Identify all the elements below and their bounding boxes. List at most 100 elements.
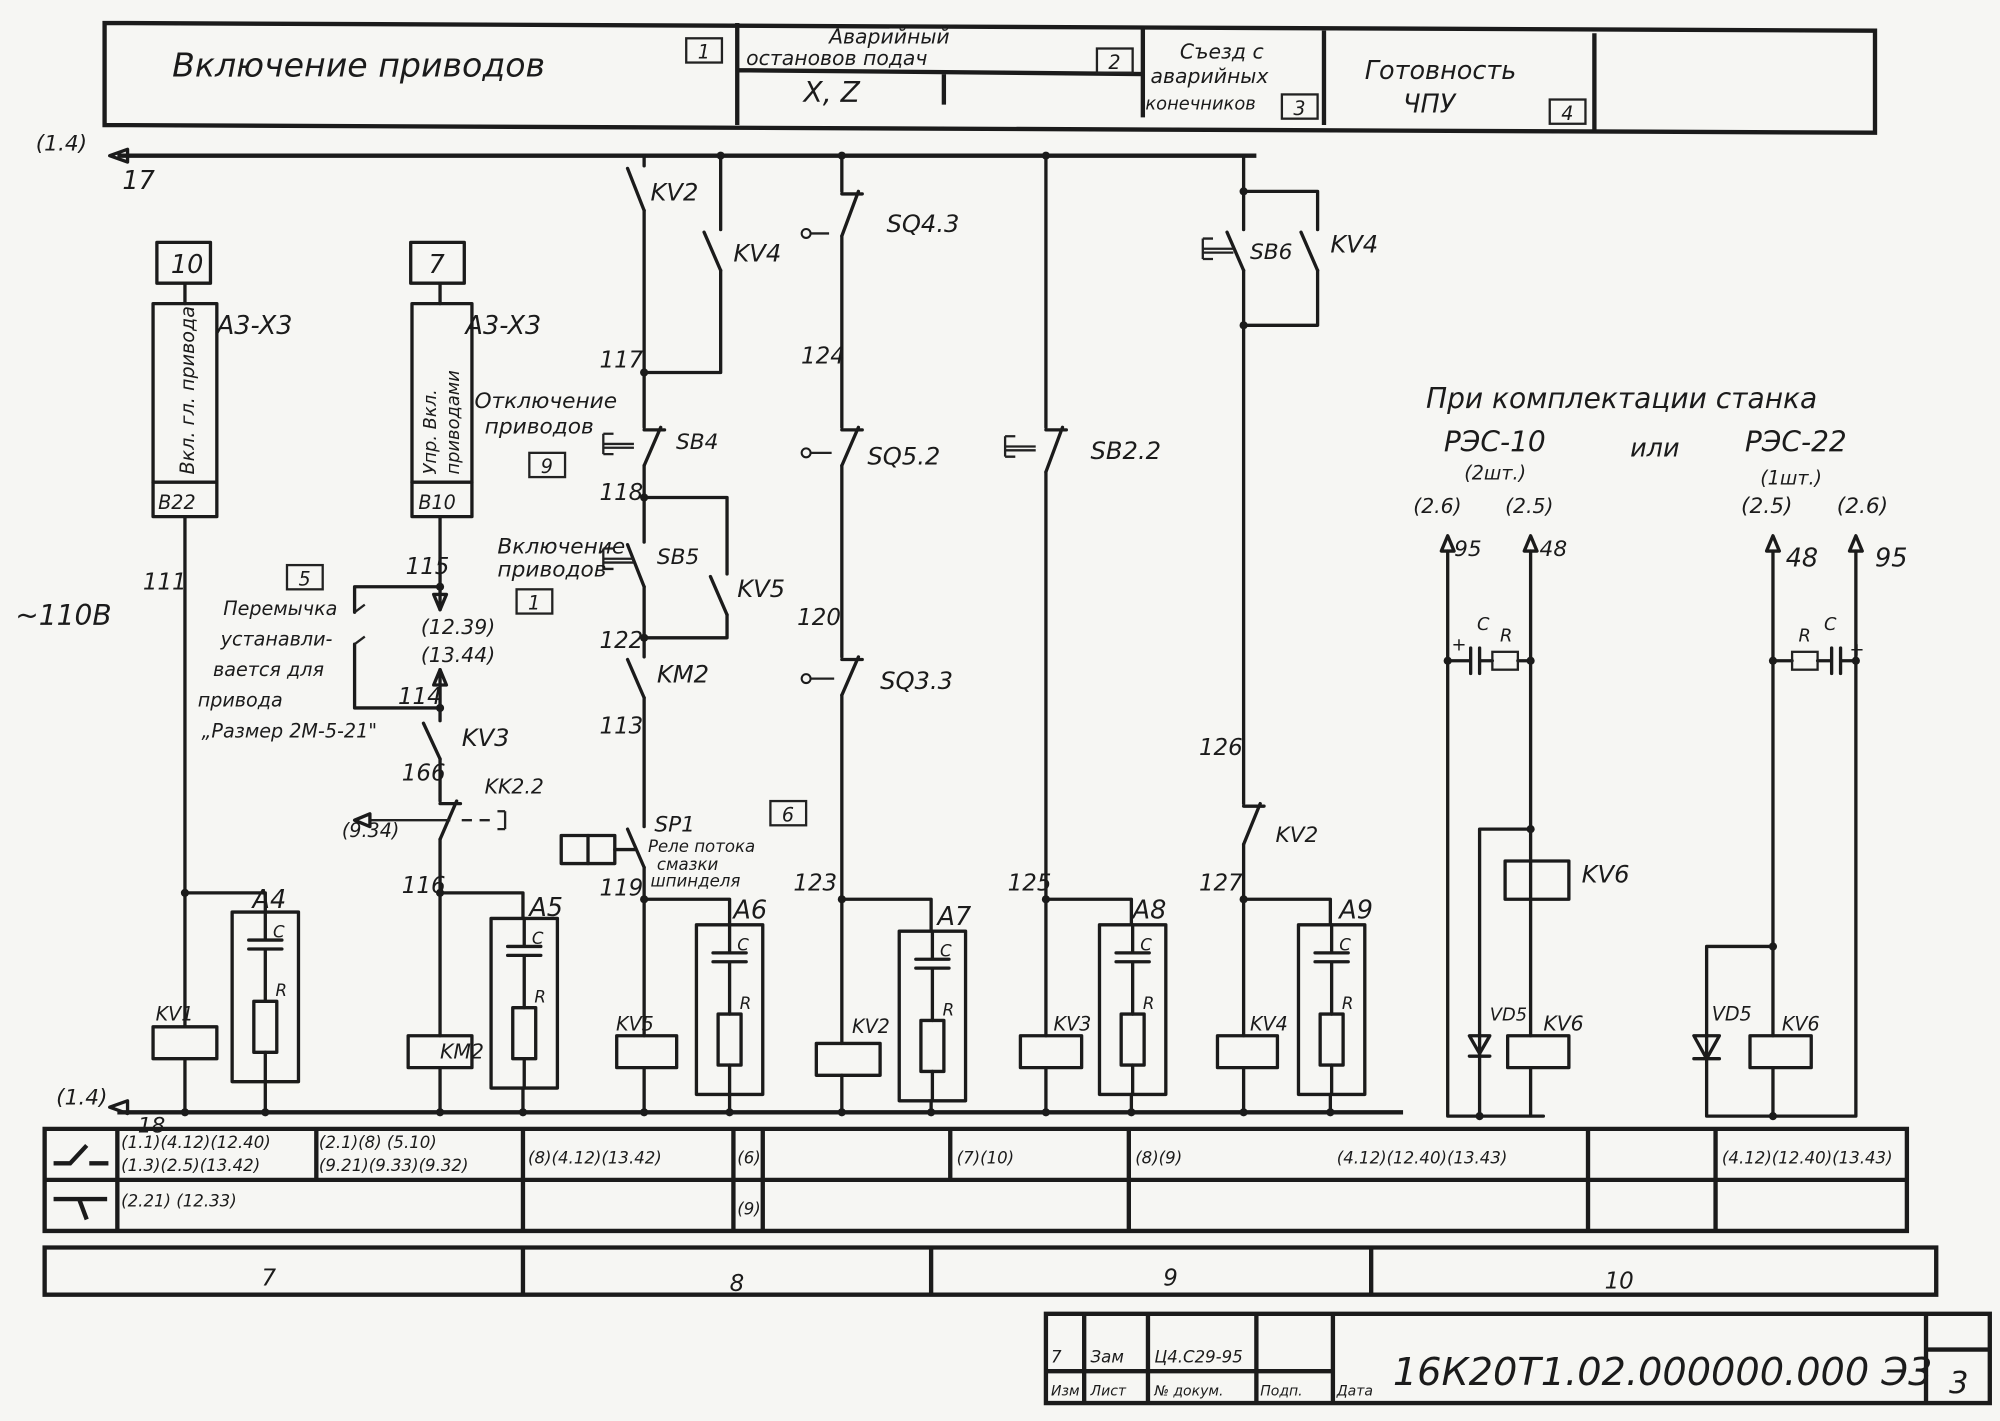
contact-ref: (9.21)(9.33)(9.32) — [319, 1156, 469, 1175]
note-label: смазки — [657, 855, 719, 874]
junction-dot — [837, 1108, 846, 1117]
header-box-4-label: 4 — [1561, 102, 1573, 125]
terminal-dot — [800, 447, 812, 459]
diode-icon — [1467, 1034, 1492, 1058]
title-block — [1043, 1311, 1992, 1406]
contact-ref: (7)(10) — [957, 1148, 1015, 1167]
capacitor-label: C — [940, 942, 952, 961]
title-header-cell: № докум. — [1153, 1383, 1223, 1399]
junction-dot — [1041, 151, 1050, 160]
jumper-note: вается для — [213, 658, 324, 681]
contact-ref: (4.12)(12.40)(13.43) — [1337, 1148, 1508, 1167]
wire-number: 48 — [1540, 537, 1568, 562]
contact-ref: (6) — [737, 1148, 760, 1167]
arrow-icon — [1764, 534, 1781, 553]
on-box-label: 1 — [528, 592, 540, 615]
junction-dot — [1526, 656, 1535, 665]
signal-label: Упр. Вкл. — [420, 389, 441, 474]
wire-number: 125 — [1008, 870, 1052, 896]
capacitor-label: C — [1140, 935, 1152, 954]
capacitor-label: C — [273, 923, 285, 942]
resistor-icon — [1491, 650, 1520, 671]
junction-dot — [435, 703, 445, 713]
contact-label: KV5 — [737, 575, 785, 603]
wire — [1241, 189, 1320, 232]
capacitor-icon — [1313, 923, 1350, 1097]
header-box-3-label: 3 — [1293, 97, 1305, 120]
junction-dot — [1127, 1108, 1136, 1117]
wire — [352, 281, 442, 723]
ref-label: (2.6) — [1413, 494, 1461, 518]
relay-coil-icon — [1503, 859, 1571, 901]
header-dividers — [735, 23, 1597, 131]
change-cell: 7 — [1051, 1347, 1062, 1366]
ref-label: (2.5) — [1741, 494, 1792, 519]
junction-dot — [1851, 656, 1860, 665]
wire-number: 122 — [599, 628, 643, 654]
resistor-icon — [1790, 650, 1819, 671]
option-2: РЭС-22 — [1745, 426, 1847, 459]
rc-label: A4 — [251, 885, 287, 915]
wire-number: 166 — [402, 761, 446, 787]
normally-open-contact-icon — [625, 657, 646, 700]
arrow-icon — [432, 668, 449, 687]
signal-label: Вкл. гл. привода — [176, 306, 199, 474]
header-title-1: Включение приводов — [172, 46, 545, 85]
resistor-label: R — [1342, 994, 1354, 1013]
coil-label: KV1 — [156, 1002, 194, 1025]
contact-ref: (1.1)(4.12)(12.40) — [121, 1133, 271, 1152]
relay-coil-icon — [615, 1034, 679, 1070]
title-header-cell: Изм — [1051, 1383, 1080, 1399]
off-box-label: 9 — [541, 455, 553, 478]
normally-closed-contact-icon — [1241, 801, 1266, 847]
wire-number: 127 — [1199, 870, 1243, 896]
junction-dot — [927, 1108, 936, 1117]
ref-label: (2.5) — [1505, 494, 1553, 518]
junction-dot — [640, 895, 649, 904]
contact-label: SQ5.2 — [867, 442, 940, 470]
jumper-note: Перемычка — [223, 597, 337, 620]
wire-number: 116 — [402, 873, 446, 899]
wire-number: 117 — [599, 347, 643, 373]
header-box-1-label: 1 — [698, 41, 710, 64]
capacitor-label: C — [1339, 935, 1351, 954]
coil-label: KV6 — [1582, 861, 1630, 889]
note-label: шпинделя — [651, 872, 741, 891]
header-title-4b: ЧПУ — [1403, 89, 1457, 119]
capacitor-label: C — [532, 929, 544, 948]
diode-icon — [1692, 1034, 1722, 1061]
plus-label: + — [1849, 640, 1864, 661]
contact-label: SB5 — [657, 545, 699, 570]
wire-number: 114 — [398, 684, 442, 710]
coil-label: KM2 — [440, 1040, 484, 1064]
qty-2: (1шт.) — [1760, 467, 1822, 490]
header-box-3 — [1280, 93, 1319, 120]
wire-number: 95 — [1454, 537, 1482, 562]
wire-number: 115 — [406, 554, 450, 580]
terminal-label: 10 — [171, 250, 203, 280]
junction-dot — [640, 633, 649, 642]
rc-label: A6 — [731, 895, 767, 925]
zone-number: 9 — [1163, 1266, 1178, 1292]
contact-label: KV4 — [1330, 231, 1378, 259]
signal-label: приводами — [443, 370, 464, 474]
resistor-label: R — [740, 994, 752, 1013]
pushbutton-icon — [602, 547, 634, 571]
header-box-1 — [685, 37, 724, 64]
normally-open-contact-icon — [625, 543, 646, 589]
jumper-note: привода — [198, 689, 283, 712]
resistor-label: R — [943, 1000, 955, 1019]
capacitor-icon — [505, 916, 543, 1090]
relay-coil-icon — [151, 1025, 219, 1061]
ref-label: (9.34) — [342, 819, 400, 842]
bottom-bus-wire: 18 — [138, 1114, 166, 1139]
relay-coil-icon — [1505, 1034, 1571, 1070]
title-header-cell: Подп. — [1260, 1383, 1302, 1399]
plus-label: + — [1452, 635, 1467, 656]
ref-label: (12.39) — [421, 615, 495, 639]
junction-dot — [1526, 825, 1535, 834]
pin-label: B22 — [158, 491, 195, 514]
option-1: РЭС-10 — [1444, 426, 1546, 459]
sp1-box — [769, 799, 808, 827]
nc-contact-symbol-icon — [53, 1196, 108, 1221]
